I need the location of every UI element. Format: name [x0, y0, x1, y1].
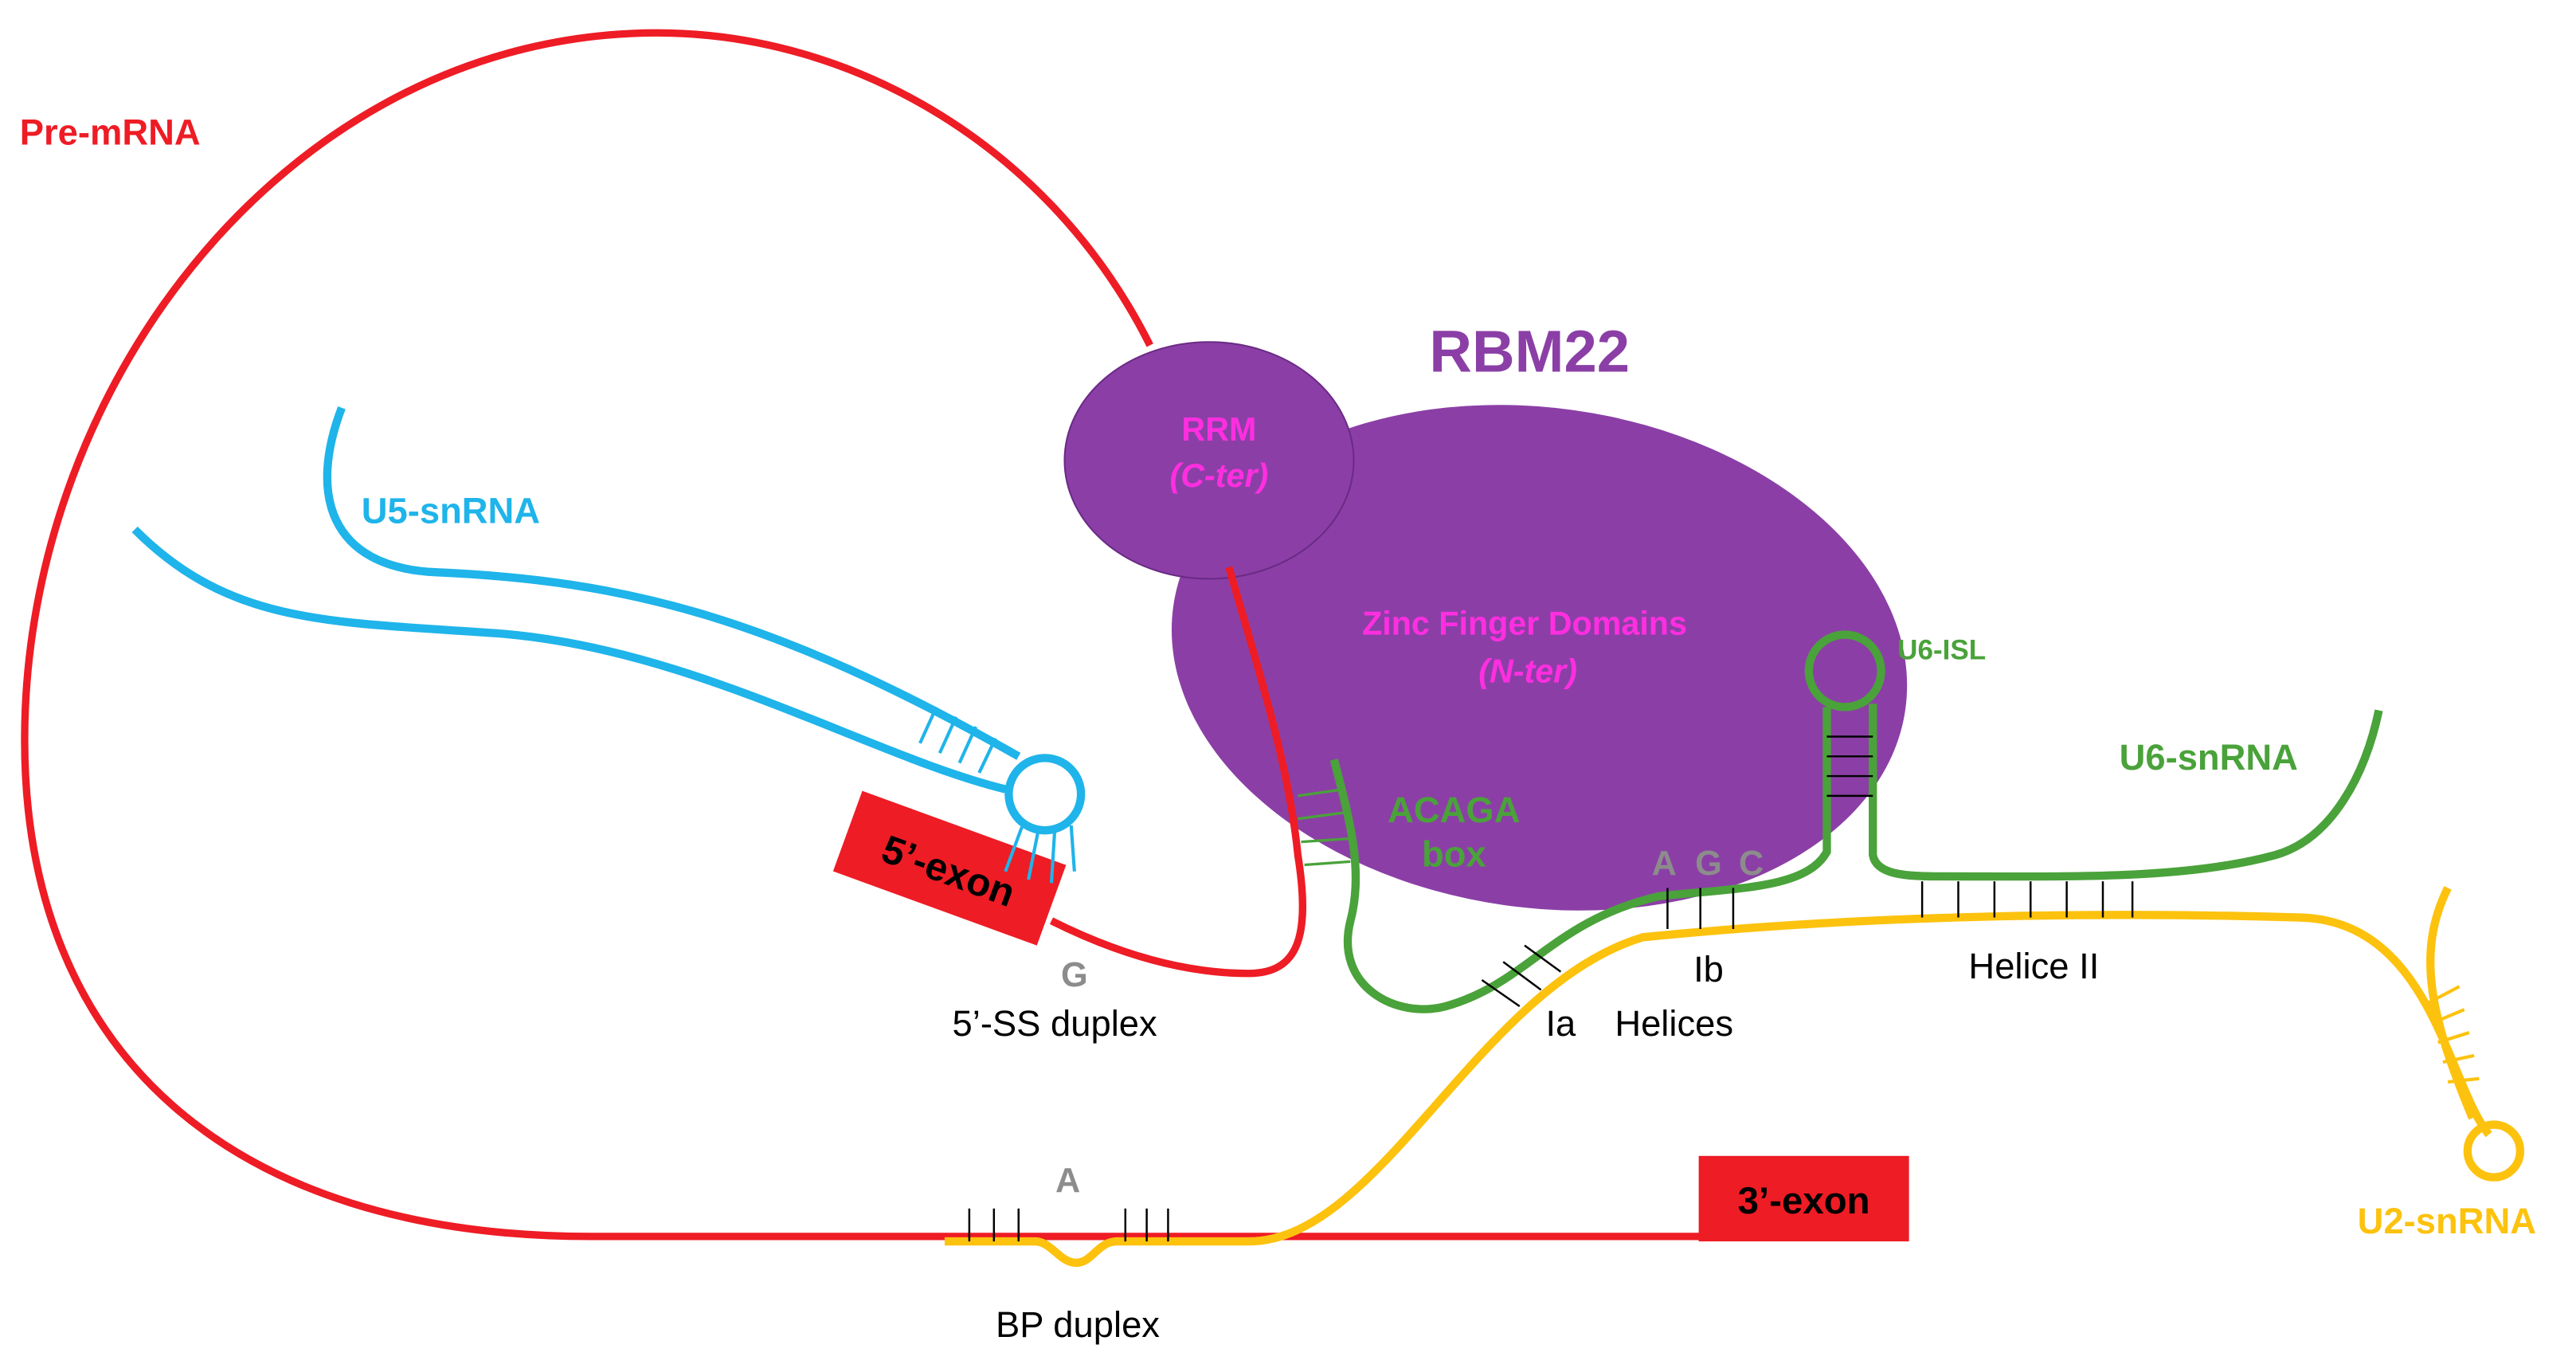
pre-mrna-strand: [21, 29, 1717, 1241]
acaga-box-label: box: [1422, 834, 1486, 875]
u6-snrna-label: U6-snRNA: [2120, 737, 2298, 778]
agc-g-label: G: [1695, 845, 1722, 883]
u6-snrna-strand: [1298, 630, 2383, 1013]
u2-snrna-strand: [944, 886, 2525, 1268]
rbm22-title: RBM22: [1429, 318, 1630, 384]
agc-c-label: C: [1739, 845, 1764, 883]
three-prime-exon: [1698, 1155, 1909, 1242]
acaga-label: ACAGA: [1388, 790, 1520, 830]
c-ter-label: (C-ter): [1170, 457, 1269, 494]
rrm-domain-ellipse: [1063, 341, 1355, 580]
u5-snrna-strand: [131, 406, 1086, 884]
helix-ib-label: Ib: [1693, 949, 1724, 990]
helices-label: Helices: [1615, 1003, 1733, 1044]
five-prime-ss-duplex-label: 5’-SS duplex: [953, 1003, 1158, 1044]
agc-a-label: A: [1652, 845, 1677, 883]
rrm-label: RRM: [1181, 411, 1256, 448]
zinc-finger-domain-ellipse: [1171, 405, 1908, 911]
bp-duplex-label: BP duplex: [996, 1304, 1160, 1345]
u6-isl-label: U6-ISL: [1897, 635, 1986, 666]
three-prime-exon-label: 3’-exon: [1738, 1180, 1870, 1222]
helice-ii-label: Helice II: [1968, 946, 2099, 986]
branch-point-a-label: A: [1055, 1162, 1080, 1200]
n-ter-label: (N-ter): [1478, 653, 1577, 689]
zinc-finger-label: Zinc Finger Domains: [1362, 606, 1687, 642]
pre-mrna-label: Pre-mRNA: [20, 112, 201, 153]
helix-ia-label: Ia: [1545, 1003, 1576, 1044]
u2-snrna-label: U2-snRNA: [2358, 1201, 2536, 1241]
u5-snrna-label: U5-snRNA: [362, 490, 540, 531]
g-nucleotide-label: G: [1061, 956, 1088, 994]
